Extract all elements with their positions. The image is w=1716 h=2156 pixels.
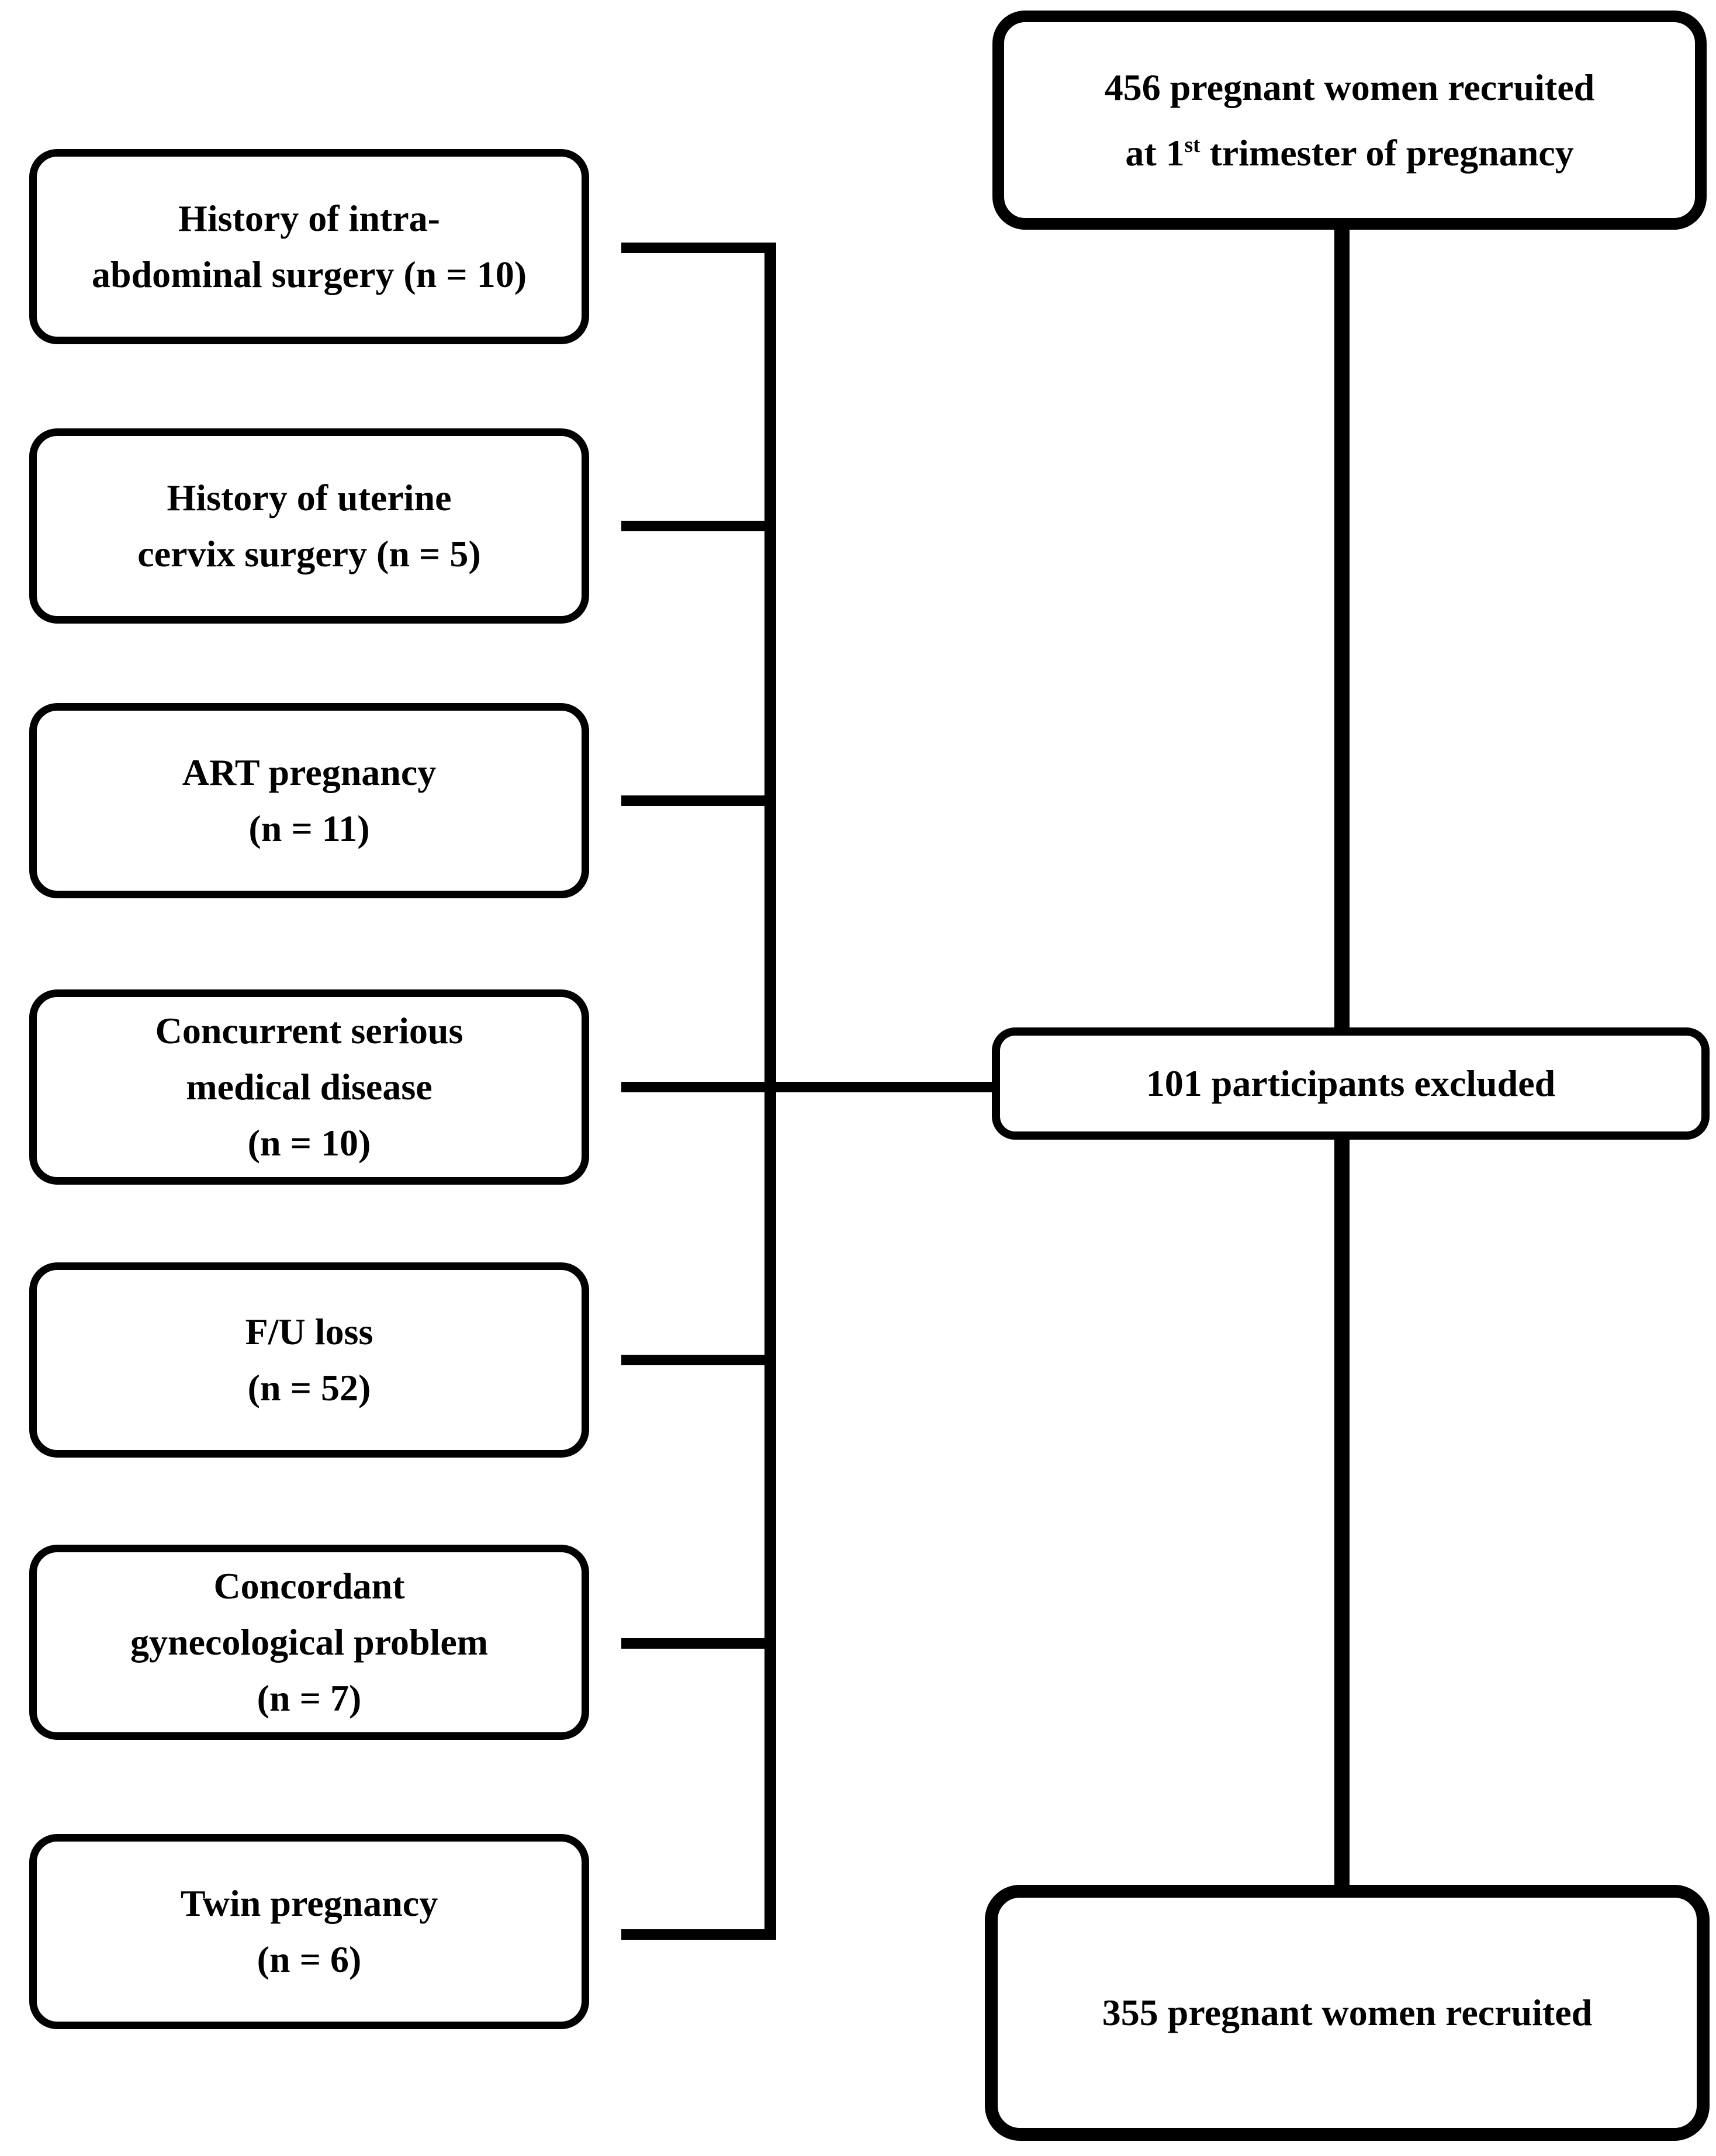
top-box-line1: 456 pregnant women recruited [1104, 66, 1595, 108]
ordinal-superscript: st [1184, 133, 1200, 158]
box-twin-pregnancy: Twin pregnancy (n = 6) [29, 1834, 589, 2029]
box-art-pregnancy: ART pregnancy (n = 11) [29, 703, 589, 898]
box-participants-excluded-label: 101 participants excluded [1146, 1063, 1556, 1104]
box-history-intra-abdominal-surgery: History of intra- abdominal surgery (n =… [29, 149, 589, 344]
connector-line-5 [621, 1355, 775, 1365]
box-fu-loss: F/U loss (n = 52) [29, 1262, 589, 1458]
exclusion-label: Concordant gynecological problem (n = 7) [130, 1565, 489, 1719]
box-recruited-355-label: 355 pregnant women recruited [1102, 1992, 1593, 2033]
connector-line-7 [621, 1929, 775, 1940]
box-concordant-gynecological-problem: Concordant gynecological problem (n = 7) [29, 1545, 589, 1740]
exclusion-label: ART pregnancy (n = 11) [182, 752, 437, 849]
exclusion-label: History of uterine cervix surgery (n = 5… [137, 477, 481, 575]
top-box-line2: at 1st trimester of pregnancy [1125, 131, 1574, 174]
connector-line-6 [621, 1638, 775, 1649]
box-concurrent-serious-medical-disease: Concurrent serious medical disease (n = … [29, 989, 589, 1185]
box-recruited-456-label: 456 pregnant women recruited at 1st trim… [1105, 55, 1594, 186]
exclusion-label: Twin pregnancy (n = 6) [180, 1882, 438, 1980]
box-recruited-355: 355 pregnant women recruited [985, 1885, 1710, 2141]
connector-line-3 [621, 795, 775, 806]
connector-line-1 [621, 243, 775, 253]
exclusion-label: History of intra- abdominal surgery (n =… [91, 198, 527, 295]
exclusion-label: Concurrent serious medical disease (n = … [155, 1010, 463, 1164]
connector-line-2 [621, 521, 775, 531]
box-history-uterine-cervix-surgery: History of uterine cervix surgery (n = 5… [29, 428, 589, 624]
exclusion-label: F/U loss (n = 52) [245, 1311, 373, 1409]
box-recruited-456: 456 pregnant women recruited at 1st trim… [992, 11, 1707, 230]
connector-line-4-to-excluded-box [621, 1082, 992, 1092]
box-participants-excluded: 101 participants excluded [992, 1027, 1710, 1140]
